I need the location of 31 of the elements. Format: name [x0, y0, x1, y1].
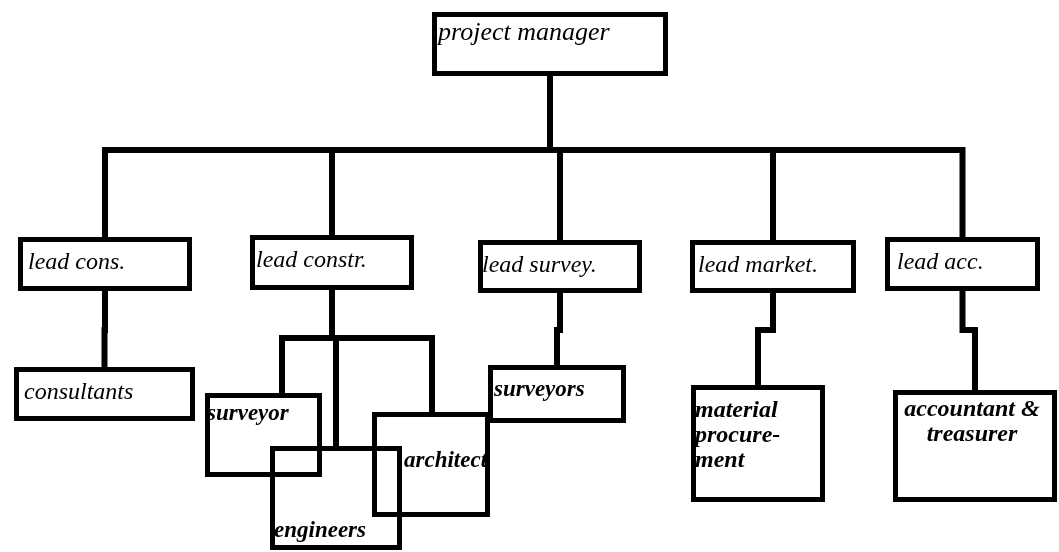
- org-box: [205, 393, 322, 477]
- role-label: engineers: [274, 518, 366, 543]
- connector-line: [547, 76, 966, 237]
- role-label: lead acc.: [897, 249, 984, 275]
- org-box: [432, 12, 668, 76]
- role-label: lead survey.: [482, 252, 597, 278]
- role-label: project manager: [438, 18, 610, 46]
- connector-line: [554, 293, 563, 365]
- connector-line: [101, 291, 108, 367]
- connector-line: [755, 293, 776, 385]
- org-box: [488, 365, 626, 423]
- role-label: surveyors: [494, 377, 585, 402]
- org-box: [885, 237, 1040, 291]
- org-box: [14, 367, 195, 421]
- org-box: [250, 235, 414, 290]
- role-label: consultants: [24, 379, 134, 405]
- connector-line: [329, 290, 339, 446]
- role-label: lead market.: [698, 252, 818, 278]
- role-label: material procure- ment: [695, 397, 782, 473]
- role-label: lead cons.: [28, 249, 126, 275]
- org-box: [478, 240, 642, 293]
- org-box: [372, 412, 490, 517]
- org-box: [270, 446, 402, 550]
- org-box: [893, 390, 1057, 502]
- connector-line: [959, 291, 978, 390]
- role-label: surveyor: [207, 401, 289, 426]
- org-box: [18, 237, 192, 291]
- role-label: accountant & treasurer: [903, 396, 1041, 447]
- org-box: [691, 385, 825, 502]
- role-label: lead constr.: [256, 247, 367, 273]
- org-box: [690, 240, 856, 293]
